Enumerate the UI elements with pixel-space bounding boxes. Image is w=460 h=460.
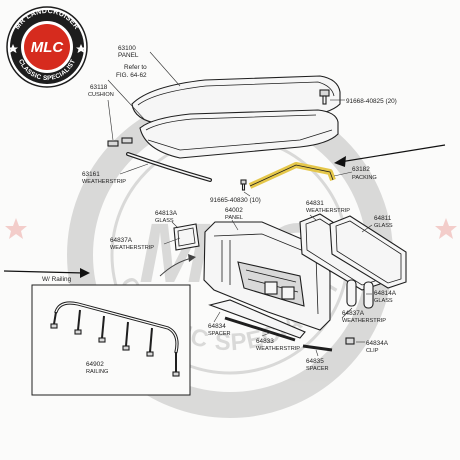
bolt-91665 <box>240 179 247 191</box>
logo-star-icon-right <box>76 44 86 53</box>
packing-63182-highlight <box>248 162 336 189</box>
label-63118: 63118 <box>90 84 108 91</box>
label-64835-name: SPACER <box>306 366 329 372</box>
logo-star-icon-left <box>8 44 18 53</box>
cushion-63118 <box>107 137 133 147</box>
clip-64834A <box>345 337 355 345</box>
label-63161-name: WEATHERSTRIP <box>82 179 126 185</box>
label-64814A: 64814A <box>374 290 397 297</box>
label-64833: 64833 <box>256 338 274 345</box>
part-labels: 63100 PANEL Refer to FIG. 64-62 63118 CU… <box>42 45 397 375</box>
leader-lines <box>107 51 373 357</box>
railing-inset-box <box>31 284 191 396</box>
label-64811-name: GLASS <box>374 223 393 229</box>
roof-panel-lower <box>139 109 339 159</box>
label-w-railing: W/ Railing <box>42 276 72 283</box>
label-64831: 64831 <box>306 200 324 207</box>
label-64831-name: WEATHERSTRIP <box>306 208 350 214</box>
logo-center-text: MLC <box>31 39 65 56</box>
label-64834A-name: CLIP <box>366 348 379 354</box>
label-64813A: 64813A <box>155 210 178 217</box>
bolt-91668 <box>319 89 330 105</box>
glass-64811 <box>329 215 407 289</box>
pointer-arrow-left <box>3 268 90 278</box>
label-64902-name: RAILING <box>86 369 108 375</box>
label-64814A-name: GLASS <box>374 298 393 304</box>
label-64837A-left-name: WEATHERSTRIP <box>110 245 154 251</box>
weatherstrip-64833 <box>224 316 296 342</box>
label-63182-name: PACKING <box>352 175 377 181</box>
label-64833-name: WEATHERSTRIP <box>256 346 300 352</box>
label-63182: 63182 <box>352 166 370 173</box>
label-bolt-91665: 91665-40830 (10) <box>210 197 261 204</box>
label-64837A-right: 64837A <box>342 310 365 317</box>
label-64837A-left: 64837A <box>110 237 133 244</box>
watermark-star-icon-left <box>5 218 27 239</box>
label-64902: 64902 <box>86 361 104 368</box>
label-63161: 63161 <box>82 171 100 178</box>
label-bolt-91668: 91668-40825 (20) <box>346 98 397 105</box>
label-64813A-name: GLASS <box>155 218 174 224</box>
label-63100: 63100 <box>118 45 136 52</box>
spacer-64834 <box>208 299 306 339</box>
rear-panel-64002 <box>203 221 331 331</box>
label-refer-2: FIG. 64-62 <box>116 72 147 79</box>
label-64002-name: PANEL <box>225 215 243 221</box>
label-64002: 64002 <box>225 207 243 214</box>
label-64835: 64835 <box>306 358 324 365</box>
label-64834A: 64834A <box>366 340 389 347</box>
label-64837A-right-name: WEATHERSTRIP <box>342 318 386 324</box>
label-63100-name: PANEL <box>118 52 139 59</box>
label-64811: 64811 <box>374 215 392 222</box>
railing-64902 <box>50 301 180 377</box>
glass-64813A <box>173 223 200 251</box>
pointer-arrow-right <box>334 144 446 167</box>
spacer-64835 <box>302 344 333 352</box>
label-64834: 64834 <box>208 323 226 330</box>
watermark-star-icon-right <box>435 218 457 239</box>
watermark-stars <box>5 218 457 239</box>
label-64834-name: SPACER <box>208 331 231 337</box>
label-63118-name: CUSHION <box>88 92 114 98</box>
label-refer-1: Refer to <box>124 64 147 71</box>
glass-64814A <box>346 279 374 309</box>
mlc-logo: MR LANDCRUISER CLASSIC SPECIALIST MLC <box>6 6 88 88</box>
packing-63182 <box>249 164 334 187</box>
